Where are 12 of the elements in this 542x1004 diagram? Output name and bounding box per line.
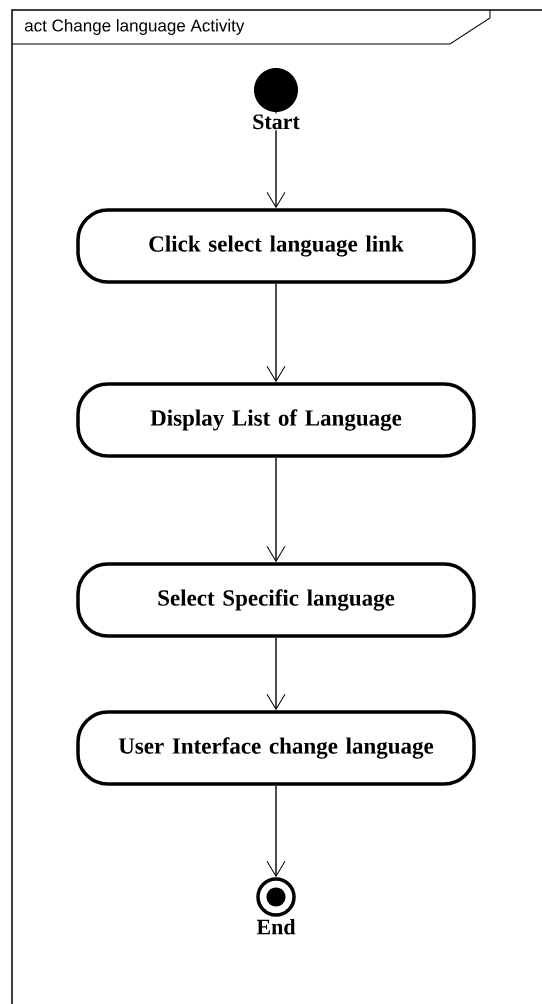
arrow xyxy=(266,637,286,710)
action-box: Select Specific language xyxy=(76,562,476,638)
arrow xyxy=(266,457,286,562)
final-node xyxy=(256,877,296,917)
arrow xyxy=(266,785,286,877)
node-label: End xyxy=(255,917,297,936)
action-box: Display List of Language xyxy=(76,382,476,458)
node-label: Start xyxy=(251,113,301,131)
initial-node xyxy=(254,68,298,112)
arrow xyxy=(266,283,286,382)
action-box: Click select language link xyxy=(76,208,476,284)
action-box: User Interface change language xyxy=(76,710,476,786)
